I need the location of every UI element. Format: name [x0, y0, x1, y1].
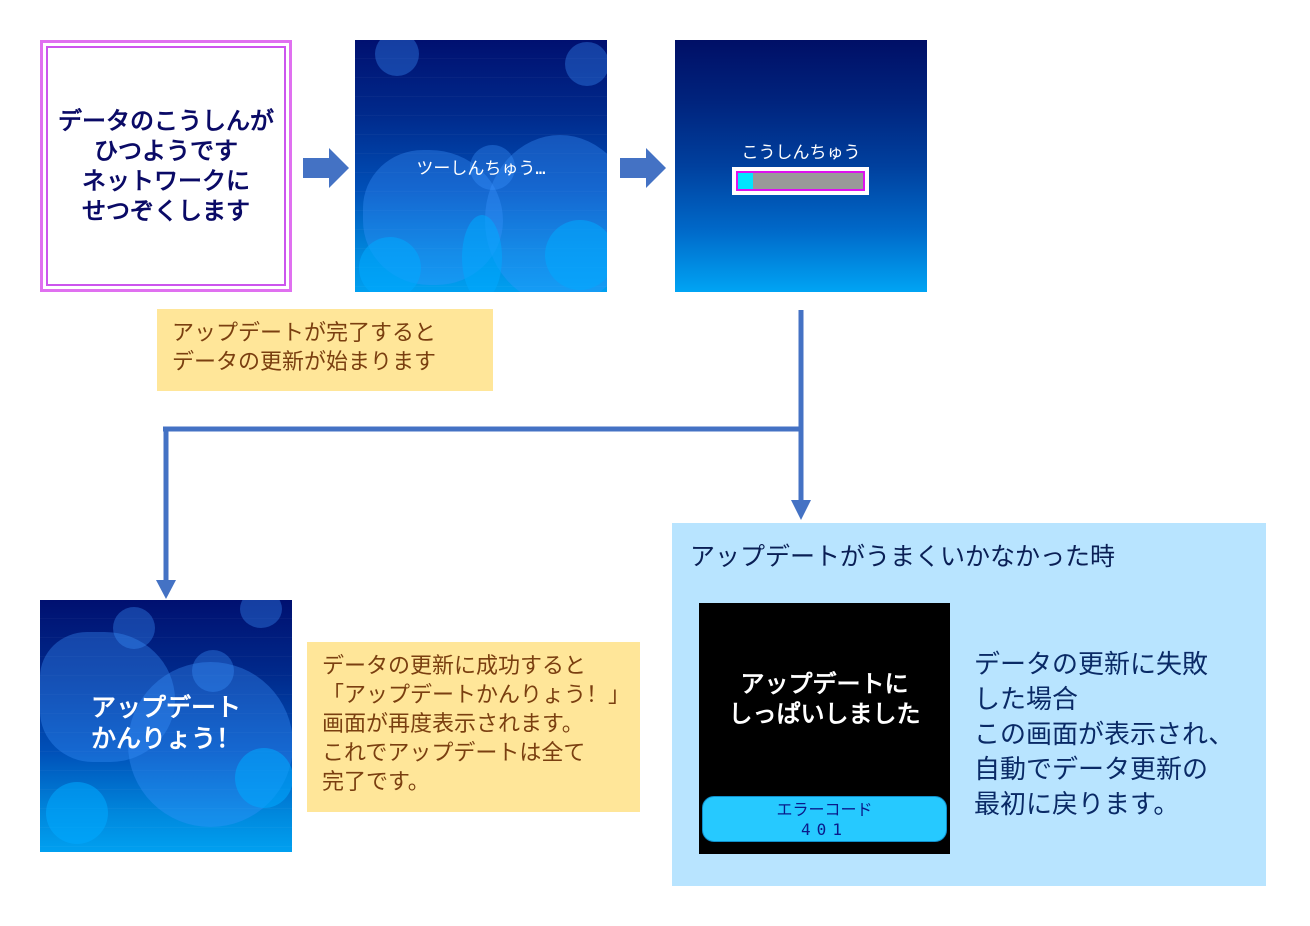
update-failed-line-2: しっぱいしました	[728, 700, 921, 728]
bubble-decoration	[470, 145, 515, 190]
failure-description-line-4: 自動でデータ更新の	[974, 755, 1209, 785]
screen-updating: こうしんちゅう	[675, 40, 927, 292]
arrow-down-success-icon	[156, 580, 176, 599]
failure-description-line-1: データの更新に失敗	[974, 650, 1209, 680]
bubble-decoration	[40, 632, 175, 762]
arrow-right-icon	[620, 148, 666, 188]
arrow-down-failure-icon	[791, 500, 811, 520]
update-required-line-3: ネットワークに	[82, 167, 250, 195]
bubble-decoration	[240, 600, 282, 628]
failure-title: アップデートがうまくいかなかった時	[690, 542, 1116, 571]
update-failed-line-1: アップデートに	[740, 670, 909, 698]
update-required-line-4: せつぞくします	[82, 197, 250, 225]
note-success-line-2: 「アップデートかんりょう！」	[322, 683, 631, 708]
screen-update-failed: アップデートに しっぱいしました エラーコード 401	[699, 603, 950, 854]
error-code-label: エラーコード	[776, 800, 873, 819]
update-progress-bar	[732, 167, 869, 195]
note-update-start-line-2: データの更新が始まります	[172, 350, 437, 375]
note-success-line-4: これでアップデートは全て	[322, 741, 586, 766]
bubble-decoration	[113, 607, 155, 649]
screen-update-complete: アップデート かんりょう！	[40, 600, 292, 852]
bubble-decoration	[46, 782, 108, 844]
bubble-decoration	[462, 215, 502, 292]
failure-description-line-2: した場合	[974, 685, 1079, 715]
bubble-decoration	[235, 748, 292, 808]
error-code-value: 401	[801, 820, 848, 839]
update-complete-line-1: アップデート	[90, 693, 241, 722]
update-failed-text: アップデートに しっぱいしました	[699, 669, 950, 729]
bubble-decoration	[375, 40, 419, 76]
failure-panel: アップデートがうまくいかなかった時 アップデートに しっぱいしました エラーコー…	[672, 523, 1266, 886]
note-update-start-line-1: アップデートが完了すると	[172, 321, 437, 346]
progress-track	[736, 171, 865, 191]
update-required-line-2: ひつようです	[94, 137, 238, 165]
bubble-decoration	[545, 220, 607, 290]
note-success-line-5: 完了です。	[322, 770, 430, 795]
update-complete-text: アップデート かんりょう！	[40, 692, 292, 755]
failure-description-line-3: この画面が表示され、	[974, 720, 1235, 750]
note-success: データの更新に成功すると 「アップデートかんりょう！」 画面が再度表示されます。…	[307, 642, 640, 812]
update-required-line-1: データのこうしんが	[58, 107, 274, 135]
connecting-label: ツーしんちゅう…	[416, 159, 546, 179]
error-code-box: エラーコード 401	[702, 796, 947, 842]
update-complete-line-2: かんりょう！	[90, 724, 241, 754]
bubble-decoration	[359, 237, 421, 292]
note-success-line-3: 画面が再度表示されます。	[322, 712, 584, 737]
progress-fill	[738, 173, 753, 189]
failure-description: データの更新に失敗 した場合 この画面が表示され、 自動でデータ更新の 最初に戻…	[974, 648, 1234, 823]
update-required-text: データのこうしんが ひつようです ネットワークに せつぞくします	[58, 106, 274, 226]
note-update-start: アップデートが完了すると データの更新が始まります	[157, 309, 493, 391]
failure-description-line-5: 最初に戻ります。	[974, 790, 1180, 820]
screen-update-required: データのこうしんが ひつようです ネットワークに せつぞくします	[40, 40, 292, 292]
arrow-right-icon	[303, 148, 349, 188]
screen-connecting: ツーしんちゅう…	[355, 40, 607, 292]
bubble-decoration	[192, 650, 234, 692]
updating-label: こうしんちゅう	[741, 143, 861, 163]
bubble-decoration	[565, 42, 607, 86]
note-success-line-1: データの更新に成功すると	[322, 654, 587, 679]
